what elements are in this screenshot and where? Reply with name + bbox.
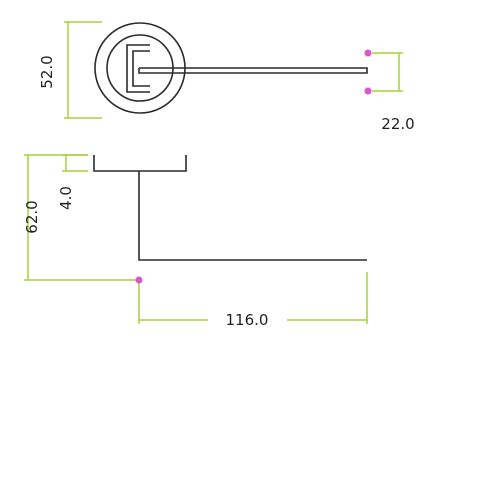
- top-view: [94, 22, 368, 114]
- marker-offset-top: [364, 49, 372, 57]
- lever-side-view: [138, 171, 367, 261]
- rose-depth-dimension: [62, 154, 88, 172]
- lever-top-view: [138, 67, 368, 74]
- rose-c-mark-inner: [132, 50, 150, 87]
- lever-offset-label: 22.0: [381, 115, 414, 133]
- lever-length-label: 116.0: [226, 311, 269, 329]
- rose-c-mark: [126, 44, 150, 93]
- lever-length-dimension: [138, 272, 368, 324]
- lever-offset-dimension: [372, 52, 403, 92]
- marker-offset-bottom: [364, 87, 372, 95]
- total-height-label: 62.0: [23, 200, 41, 233]
- rose-depth-label: 4.0: [57, 186, 75, 210]
- rose-height-dimension: [64, 21, 102, 119]
- rose-height-label: 52.0: [38, 55, 56, 88]
- marker-lever-pivot: [135, 276, 143, 284]
- rose-plate-side: [93, 155, 187, 172]
- side-view: [93, 155, 367, 261]
